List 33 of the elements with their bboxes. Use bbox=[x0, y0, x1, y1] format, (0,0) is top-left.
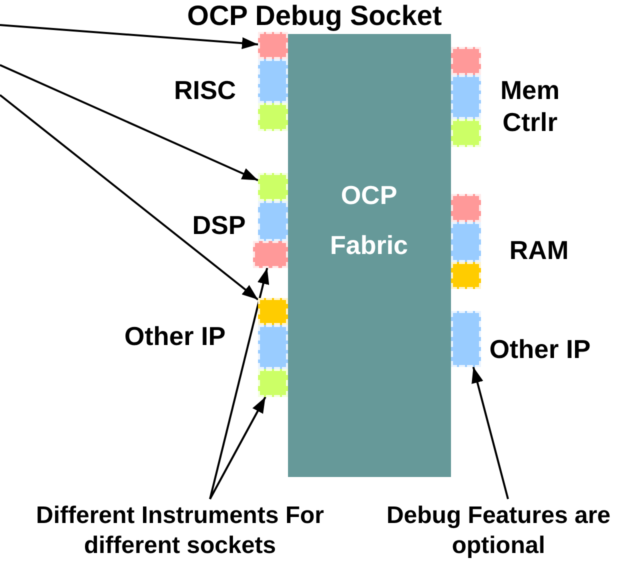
diagram-title: OCP Debug Socket bbox=[187, 0, 442, 31]
socket-block bbox=[258, 298, 288, 325]
socket-block bbox=[451, 262, 481, 289]
socket-block bbox=[258, 103, 288, 131]
block-name: RAM bbox=[508, 234, 570, 266]
callout-text: Debug Features are optional bbox=[368, 499, 629, 563]
arrow bbox=[209, 268, 270, 500]
block-name: Other IP bbox=[123, 320, 227, 352]
block-name: Mem Ctrlr bbox=[499, 74, 561, 138]
socket-block bbox=[258, 325, 288, 369]
socket-block bbox=[451, 311, 481, 367]
socket-block bbox=[258, 201, 288, 241]
arrow bbox=[472, 366, 509, 500]
socket-block bbox=[451, 47, 481, 75]
socket-block bbox=[258, 32, 288, 59]
block-label: OCP Fabric bbox=[328, 179, 410, 262]
arrow bbox=[0, 94, 259, 300]
socket-block bbox=[451, 119, 481, 147]
arrow bbox=[0, 24, 258, 50]
socket-block bbox=[258, 369, 288, 397]
fabric-block bbox=[288, 34, 451, 477]
socket-block bbox=[451, 75, 481, 119]
block-name: RISC bbox=[172, 74, 238, 106]
arrow bbox=[209, 396, 266, 500]
socket-block bbox=[451, 222, 481, 262]
socket-block bbox=[258, 173, 288, 201]
socket-block bbox=[253, 241, 288, 268]
arrow bbox=[0, 64, 258, 182]
block-name: DSP bbox=[191, 209, 247, 241]
block-name: Other IP bbox=[488, 333, 592, 365]
callout-text: Different Instruments For different sockets bbox=[10, 499, 350, 563]
socket-block bbox=[258, 59, 288, 103]
socket-block bbox=[451, 194, 481, 222]
